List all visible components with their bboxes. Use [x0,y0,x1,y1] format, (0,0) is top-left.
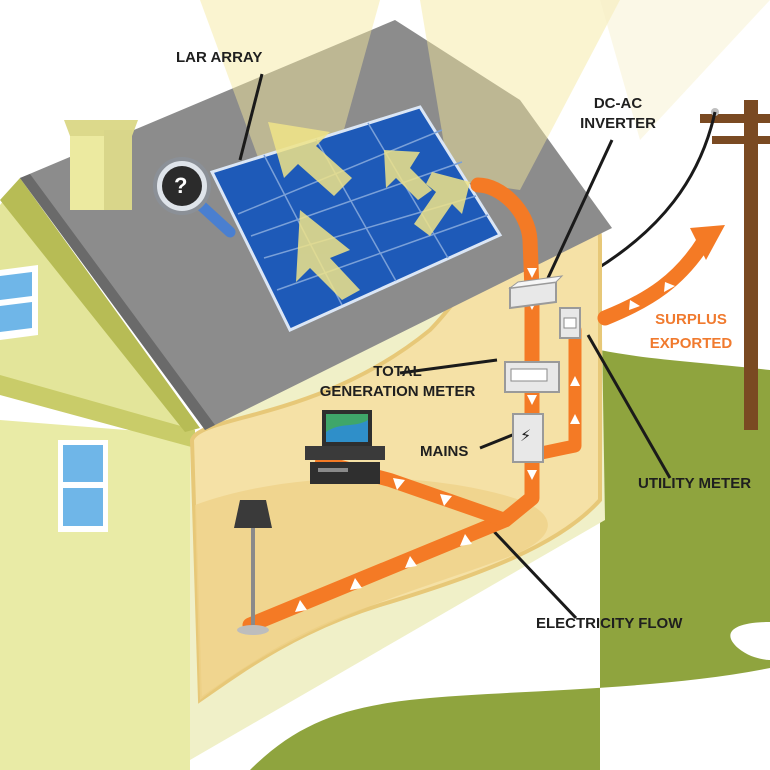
chimney [64,120,138,210]
solar-array-label: LAR ARRAY [176,49,263,66]
utility-meter-label: UTILITY METER [638,475,752,492]
dc-ac-inverter-label: DC-AC INVERTER [568,94,668,134]
gable-trim [0,178,200,432]
computer-icon [305,410,385,484]
utility-meter-box [559,307,581,339]
service-wire [594,111,717,272]
roof-edge [20,174,215,430]
sunlight-arrows [268,122,470,300]
floor-lamp-icon [234,500,272,635]
total-generation-meter-label: TOTAL GENERATION METER [300,362,495,402]
house-side-wall [0,420,190,770]
surplus-exported-label: SURPLUS EXPORTED [636,310,746,354]
electricity-flow-label: ELECTRICITY FLOW [536,615,683,632]
side-window [58,440,108,532]
mains-label: MAINS [420,443,469,460]
magnifier-help-icon[interactable] [153,157,236,238]
lightning-icon: ⚡ [520,428,532,445]
total-label-line1: TOTAL [373,363,422,380]
mains-box [512,413,544,463]
dc-ac-inverter-box [508,275,564,310]
inverter-label-line1: DC-AC [593,95,643,112]
leader-lines [238,73,672,620]
inverter-label-line2: INVERTER [580,115,656,132]
total-label-line2: GENERATION METER [319,383,476,400]
gable-window [0,265,38,340]
eave-band [0,375,195,448]
total-generation-meter-box [504,361,560,393]
surplus-label-line2: EXPORTED [649,335,733,352]
help-question-icon[interactable]: ? [174,173,188,198]
surplus-label-line1: SURPLUS [655,311,727,328]
grass-hill [250,350,770,770]
